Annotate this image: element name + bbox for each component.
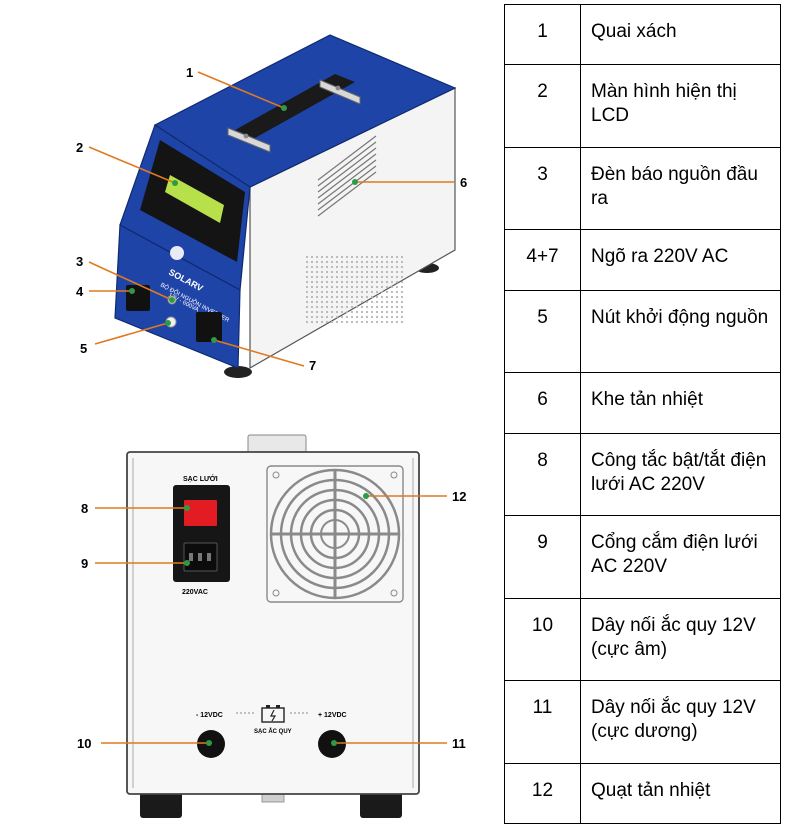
battery-icon	[261, 705, 285, 723]
back-view: SẠC LƯỚI 220VAC - 12VDC + 12VDC	[126, 434, 420, 818]
legend-num: 11	[504, 680, 581, 764]
battery-label: SẠC ẮC QUY	[254, 727, 292, 735]
callout-7: 7	[309, 358, 316, 373]
legend-row: 12 Quạt tản nhiệt	[504, 762, 781, 825]
legend-num: 3	[504, 146, 581, 231]
legend-row: 8 Công tắc bật/tắt điện lưới AC 220V	[504, 432, 781, 517]
legend-table: 1 Quai xách 2 Màn hình hiện thị LCD 3 Đè…	[504, 3, 781, 825]
callout-5: 5	[80, 341, 87, 356]
legend-num: 9	[504, 515, 581, 599]
legend-desc: Quạt tản nhiệt	[580, 762, 781, 825]
legend-row: 4+7 Ngõ ra 220V AC	[504, 229, 781, 291]
lcd-screen	[165, 175, 224, 223]
switch-label: SẠC LƯỚI	[183, 474, 218, 483]
legend-desc: Quai xách	[580, 3, 781, 66]
legend-num: 1	[504, 3, 581, 66]
legend-desc: Dây nối ắc quy 12V (cực âm)	[580, 597, 781, 682]
legend-desc: Màn hình hiện thị LCD	[580, 64, 781, 148]
legend-row: 10 Dây nối ắc quy 12V (cực âm)	[504, 597, 781, 682]
callout-3: 3	[76, 254, 83, 269]
legend-num: 8	[504, 432, 581, 517]
mains-switch	[184, 500, 217, 526]
callout-4: 4	[76, 284, 84, 299]
legend-desc: Công tắc bật/tắt điện lưới AC 220V	[580, 432, 781, 517]
legend-desc: Đèn báo nguồn đầu ra	[580, 146, 781, 231]
front-view: SOLARV BỘ ĐỔI NGUỒN INVERTER 12V - 600VA	[114, 34, 457, 378]
callout-9: 9	[81, 556, 88, 571]
callout-12: 12	[452, 489, 466, 504]
legend-row: 9 Cổng cắm điện lưới AC 220V	[504, 515, 781, 599]
legend-desc: Dây nối ắc quy 12V (cực dương)	[580, 680, 781, 764]
legend-num: 4+7	[504, 229, 581, 291]
ac-output-right	[196, 312, 222, 342]
callout-2: 2	[76, 140, 83, 155]
callout-11: 11	[452, 736, 466, 751]
legend-num: 6	[504, 372, 581, 434]
neg-terminal-label: - 12VDC	[196, 712, 223, 719]
legend-num: 2	[504, 64, 581, 148]
legend-num: 5	[504, 289, 581, 374]
legend-row: 3 Đèn báo nguồn đầu ra	[504, 146, 781, 231]
callout-1: 1	[186, 65, 193, 80]
pos-terminal-label: + 12VDC	[318, 712, 347, 719]
device-diagram: SOLARV BỘ ĐỔI NGUỒN INVERTER 12V - 600VA	[76, 34, 467, 818]
fan-grille	[266, 465, 404, 603]
legend-row: 6 Khe tản nhiệt	[504, 372, 781, 434]
callout-8: 8	[81, 501, 88, 516]
legend-row: 5 Nút khởi động nguồn	[504, 289, 781, 374]
handle	[227, 74, 361, 153]
legend-row: 2 Màn hình hiện thị LCD	[504, 64, 781, 148]
side-vent-upper	[317, 135, 377, 217]
callout-6: 6	[460, 175, 467, 190]
legend-num: 10	[504, 597, 581, 682]
brand-logo	[170, 246, 184, 260]
callouts: 1 2 3 4 5 6 7 8 9 10	[76, 65, 467, 751]
socket-label: 220VAC	[182, 589, 208, 596]
legend-desc: Cổng cắm điện lưới AC 220V	[580, 515, 781, 599]
legend-desc: Khe tản nhiệt	[580, 372, 781, 434]
legend-desc: Ngõ ra 220V AC	[580, 229, 781, 291]
legend-num: 12	[504, 762, 581, 825]
side-vent-lower	[305, 255, 405, 325]
legend-desc: Nút khởi động nguồn	[580, 289, 781, 374]
legend-row: 11 Dây nối ắc quy 12V (cực dương)	[504, 680, 781, 764]
legend-row: 1 Quai xách	[504, 3, 781, 66]
callout-10: 10	[77, 736, 91, 751]
